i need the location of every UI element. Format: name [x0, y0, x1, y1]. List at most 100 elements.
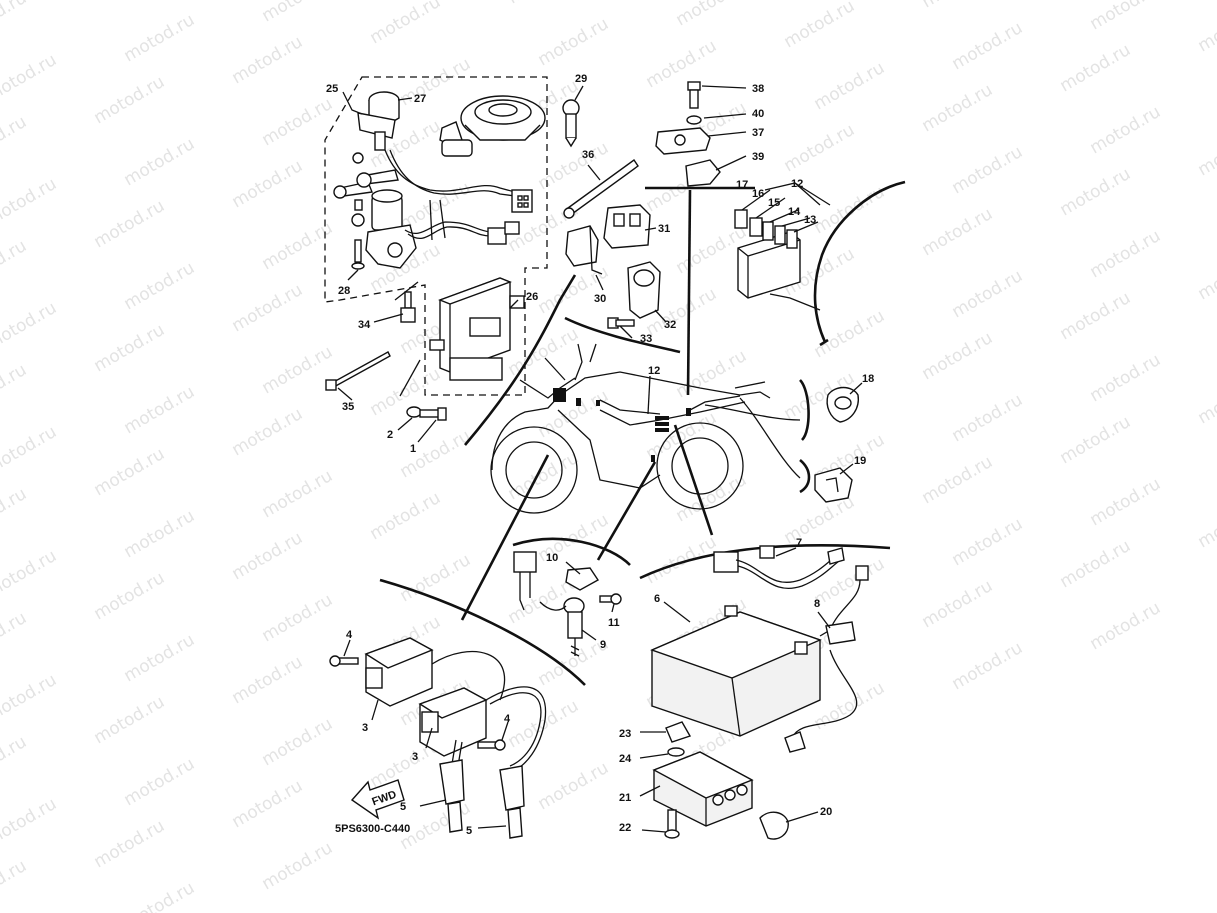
- sensor-group: [565, 204, 661, 329]
- watermark-text: motod.ru: [91, 692, 169, 748]
- callout-5b: 5: [466, 825, 472, 837]
- watermark-text: motod.ru: [535, 386, 613, 442]
- watermark-text: motod.ru: [91, 568, 169, 624]
- watermark-text: motod.ru: [1195, 496, 1217, 552]
- callout-26: 26: [526, 291, 538, 303]
- regulator-group: [652, 721, 789, 840]
- watermark-text: motod.ru: [121, 382, 199, 438]
- watermark-text: motod.ru: [259, 590, 337, 646]
- watermark-text: motod.ru: [1057, 536, 1135, 592]
- watermark-text: motod.ru: [535, 758, 613, 814]
- watermark-text: motod.ru: [0, 670, 60, 726]
- callout-16: 16: [752, 188, 764, 200]
- callout-12b: 12: [648, 365, 660, 377]
- callout-10: 10: [546, 552, 558, 564]
- watermark-text: motod.ru: [0, 484, 30, 540]
- watermark-text: motod.ru: [0, 422, 60, 478]
- callout-21: 21: [619, 792, 631, 804]
- leader-lines: [337, 85, 863, 833]
- watermark-text: motod.ru: [919, 0, 997, 12]
- callout-40: 40: [752, 108, 764, 120]
- callout-3a: 3: [362, 722, 368, 734]
- ignition-coils: [329, 637, 547, 839]
- watermark-text: motod.ru: [0, 732, 30, 788]
- watermark-text: motod.ru: [91, 444, 169, 500]
- watermark-text: motod.ru: [1087, 350, 1165, 406]
- watermark-text: motod.ru: [229, 280, 307, 336]
- watermark-text: motod.ru: [949, 142, 1027, 198]
- watermark-text: motod.ru: [0, 546, 60, 602]
- callout-3b: 3: [412, 751, 418, 763]
- callout-2: 2: [387, 429, 393, 441]
- callout-32: 32: [664, 319, 676, 331]
- watermark-text: motod.ru: [121, 630, 199, 686]
- watermark-text: motod.ru: [949, 18, 1027, 74]
- watermark-text: motod.ru: [0, 50, 60, 106]
- watermark-text: motod.ru: [505, 696, 583, 752]
- watermark-text: motod.ru: [229, 32, 307, 88]
- callout-11: 11: [608, 617, 620, 629]
- callout-15: 15: [768, 197, 780, 209]
- watermark-text: motod.ru: [673, 346, 751, 402]
- watermark-text: motod.ru: [259, 838, 337, 894]
- watermark-text: motod.ru: [259, 0, 337, 26]
- watermark-text: motod.ru: [673, 470, 751, 526]
- watermark-text: motod.ru: [91, 72, 169, 128]
- watermark-text: motod.ru: [1087, 226, 1165, 282]
- watermark-text: motod.ru: [121, 506, 199, 562]
- watermark-text: motod.ru: [505, 0, 583, 8]
- watermark-text: motod.ru: [1087, 474, 1165, 530]
- watermark-text: motod.ru: [121, 754, 199, 810]
- watermark-text: motod.ru: [1087, 598, 1165, 654]
- callout-20: 20: [820, 806, 832, 818]
- watermark-text: motod.ru: [811, 58, 889, 114]
- callout-9: 9: [600, 639, 606, 651]
- watermark-text: motod.ru: [121, 10, 199, 66]
- callout-17: 17: [736, 179, 748, 191]
- watermark-text: motod.ru: [919, 204, 997, 260]
- watermark-text: motod.ru: [919, 80, 997, 136]
- callout-23: 23: [619, 728, 631, 740]
- watermark-text: motod.ru: [0, 794, 60, 850]
- callout-12a: 12: [791, 178, 803, 190]
- sidestand-switch-group: [513, 551, 622, 657]
- watermark-text: motod.ru: [781, 0, 859, 52]
- callout-29: 29: [575, 73, 587, 85]
- watermark-text: motod.ru: [91, 0, 169, 4]
- clamps-right: [814, 386, 859, 503]
- battery-group: [650, 545, 869, 753]
- watermark-text: motod.ru: [259, 342, 337, 398]
- callout-13: 13: [804, 214, 816, 226]
- callout-28: 28: [338, 285, 350, 297]
- watermark-text: motod.ru: [535, 14, 613, 70]
- key-and-rod: [562, 99, 639, 219]
- callout-18: 18: [862, 373, 874, 385]
- watermark-text: motod.ru: [91, 196, 169, 252]
- watermark-text: motod.ru: [367, 488, 445, 544]
- callout-27: 27: [414, 93, 426, 105]
- fuse-box: [734, 182, 831, 311]
- watermark-text: motod.ru: [949, 638, 1027, 694]
- watermark-text: motod.ru: [91, 320, 169, 376]
- watermark-text: motod.ru: [397, 426, 475, 482]
- watermark-text: motod.ru: [121, 258, 199, 314]
- watermark-text: motod.ru: [367, 0, 445, 48]
- watermark-text: motod.ru: [0, 360, 30, 416]
- callout-19: 19: [854, 455, 866, 467]
- watermark-text: motod.ru: [1087, 102, 1165, 158]
- callout-7: 7: [796, 537, 802, 549]
- callout-37: 37: [752, 127, 764, 139]
- watermark-text: motod.ru: [949, 514, 1027, 570]
- callout-30: 30: [594, 293, 606, 305]
- watermark-text: motod.ru: [919, 576, 997, 632]
- watermark-text: motod.ru: [91, 816, 169, 872]
- watermark-text: motod.ru: [121, 878, 199, 913]
- callout-8: 8: [814, 598, 820, 610]
- watermark-text: motod.ru: [259, 466, 337, 522]
- section-lines: [379, 180, 906, 686]
- watermark-text: motod.ru: [397, 54, 475, 110]
- watermark-text: motod.ru: [949, 390, 1027, 446]
- callout-4b: 4: [504, 713, 511, 725]
- watermark-text: motod.ru: [0, 112, 30, 168]
- watermark-text: motod.ru: [1057, 40, 1135, 96]
